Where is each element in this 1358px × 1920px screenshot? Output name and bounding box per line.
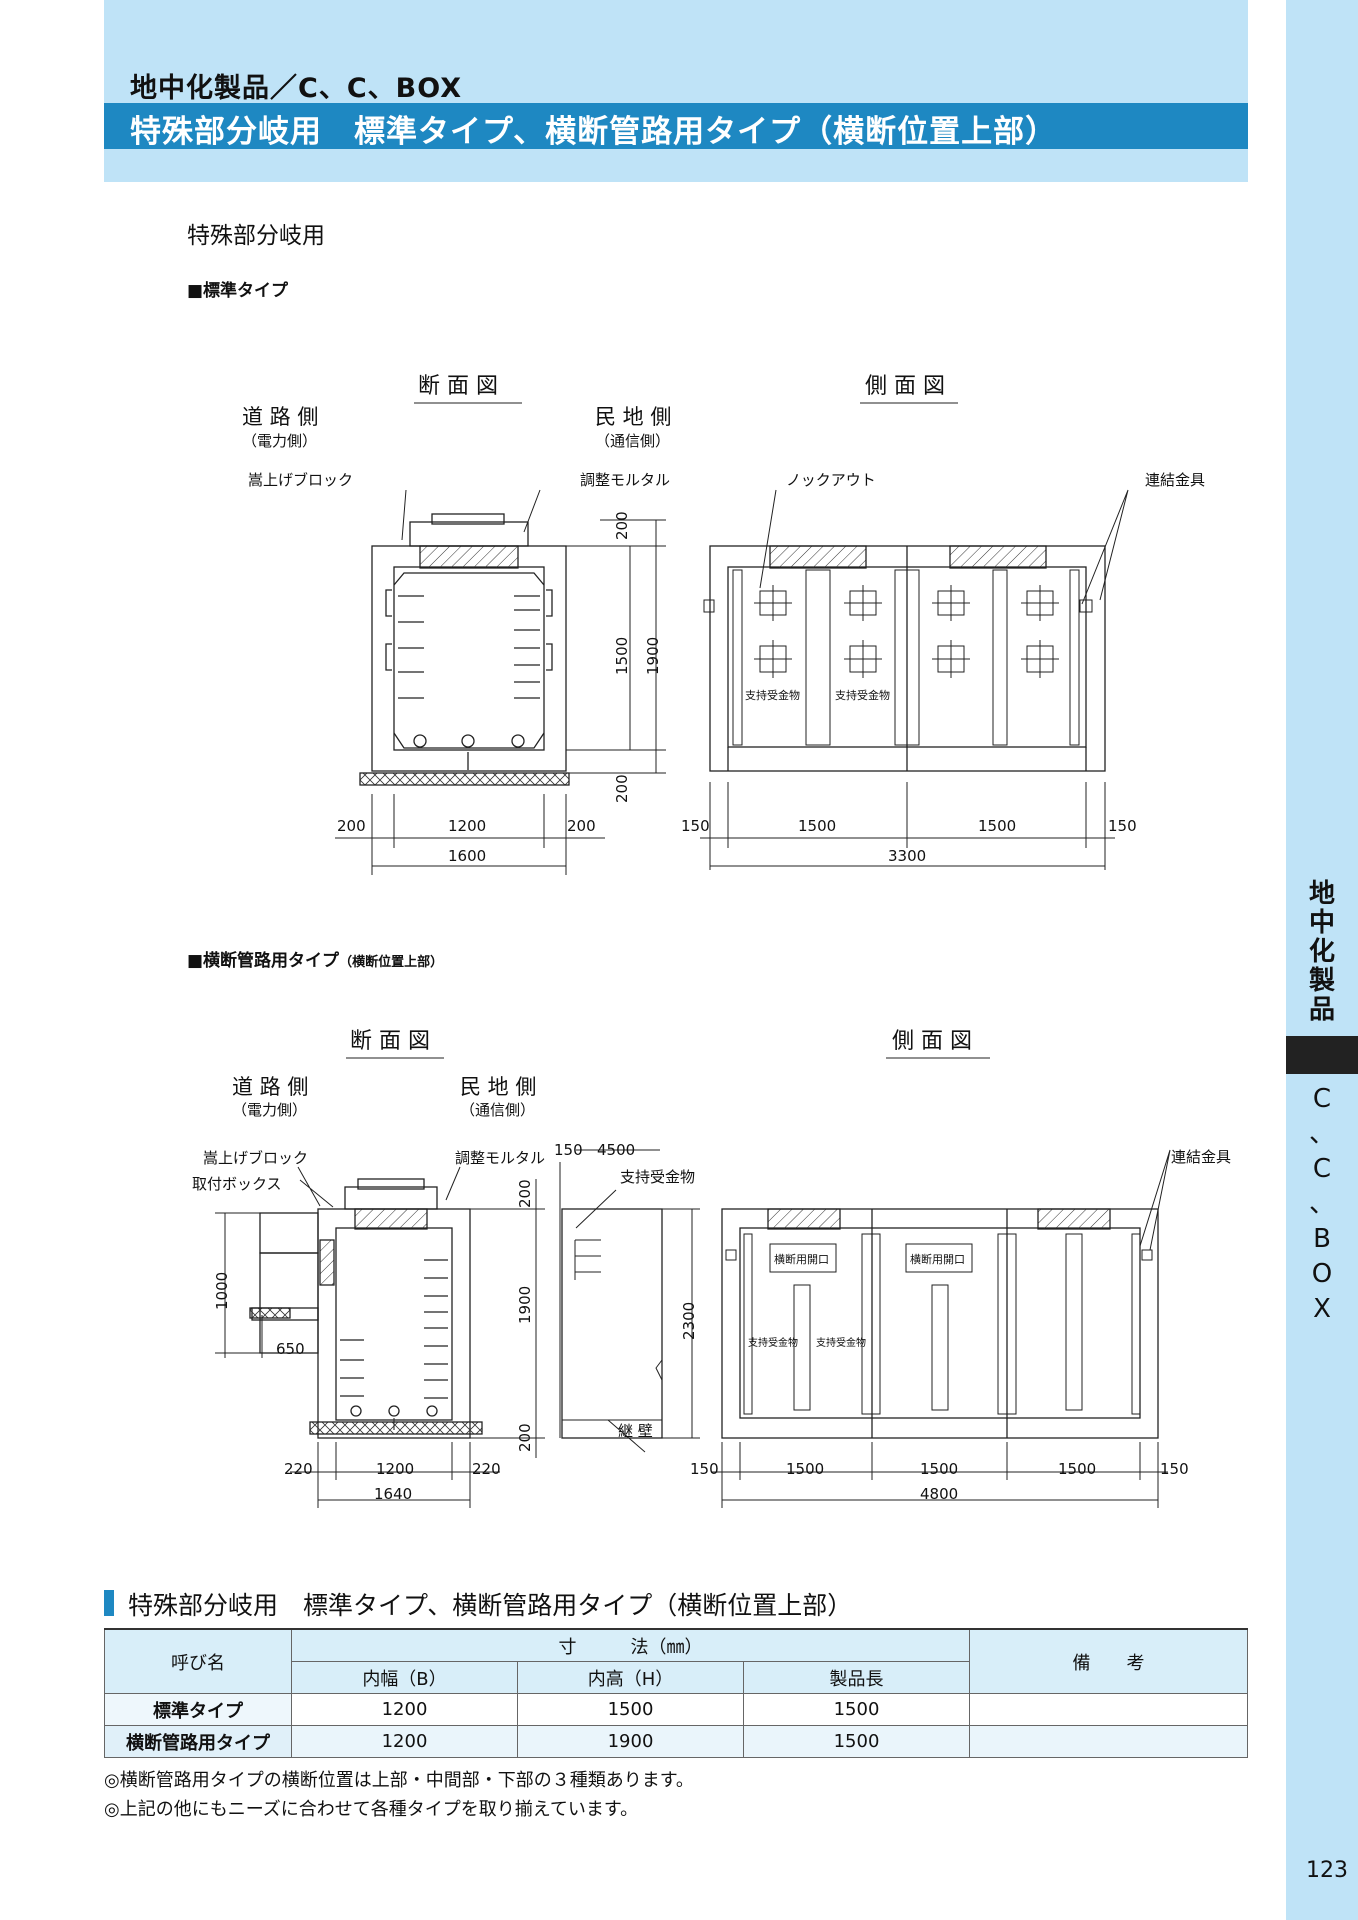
- cross-support-small-1: 支持受金物: [748, 1336, 798, 1349]
- std-knockout-label: ノックアウト: [786, 471, 876, 489]
- std-support-label-1: 支持受金物: [745, 688, 800, 702]
- cross-dim-w220r: 220: [472, 1460, 501, 1478]
- cross-road-side: 道 路 側: [232, 1075, 308, 1099]
- cell-b: 1200: [291, 1693, 518, 1726]
- table-row: 横断管路用タイプ 1200 1900 1500: [104, 1725, 1248, 1758]
- cell-remarks: [969, 1693, 1248, 1726]
- cross-dim-150-mid: 150: [554, 1141, 583, 1159]
- cross-support-label: 支持受金物: [620, 1168, 695, 1186]
- std-dim-w200r: 200: [567, 817, 596, 835]
- table-heading-marker: [104, 1590, 114, 1616]
- cross-dim-w220l: 220: [284, 1460, 313, 1478]
- cross-mount-box-label: 取付ボックス: [192, 1175, 282, 1193]
- table-row: 標準タイプ 1200 1500 1500: [104, 1693, 1248, 1726]
- col-remarks-header: 備 考: [969, 1628, 1248, 1694]
- cell-remarks: [969, 1725, 1248, 1758]
- cross-dim-w1200: 1200: [376, 1460, 414, 1478]
- cross-dim-1900: 1900: [516, 1286, 534, 1324]
- cross-dim-s150r: 150: [1160, 1460, 1189, 1478]
- cross-dim-200a: 200: [516, 1179, 534, 1208]
- note-2: ◎上記の他にもニーズに合わせて各種タイプを取り揃えています。: [104, 1799, 639, 1820]
- std-dim-w200l: 200: [337, 817, 366, 835]
- cross-dim-4500: 4500: [597, 1141, 635, 1159]
- std-dim-s1500b: 1500: [978, 817, 1016, 835]
- spec-table: 呼び名 寸 法（㎜） 備 考 内幅（B） 内高（H） 製品長 標準タイプ 120…: [104, 1628, 1248, 1758]
- cross-section-view-label: 断 面 図: [350, 1029, 430, 1054]
- category-label: 地中化製品／C、C、BOX: [130, 73, 463, 104]
- std-dim-w1600: 1600: [448, 847, 486, 865]
- standard-type-drawing: 断 面 図 側 面 図 道 路 側 （電力側） 民 地 側 （通信側） 嵩上げブ…: [242, 374, 1205, 875]
- section-title: 特殊部分岐用: [187, 223, 325, 249]
- cross-road-side-sub: （電力側）: [232, 1101, 307, 1119]
- cross-type-heading: ■横断管路用タイプ（横断位置上部）: [187, 946, 443, 971]
- cross-dim-200b: 200: [516, 1423, 534, 1452]
- std-road-side-sub: （電力側）: [242, 432, 317, 450]
- std-support-label-2: 支持受金物: [835, 688, 890, 702]
- standard-type-heading: ■標準タイプ: [187, 281, 289, 301]
- std-mortar-label: 調整モルタル: [580, 471, 670, 489]
- std-dim-s3300: 3300: [888, 847, 926, 865]
- std-private-side-sub: （通信側）: [595, 432, 670, 450]
- col-inner-width: 内幅（B）: [291, 1661, 518, 1694]
- title-bar: [104, 103, 1248, 149]
- cell-b: 1200: [291, 1725, 518, 1758]
- table-title: 特殊部分岐用 標準タイプ、横断管路用タイプ（横断位置上部）: [128, 1591, 853, 1620]
- side-tab-category: 地中化製品: [1308, 879, 1335, 1025]
- page-number: 123: [1306, 1858, 1348, 1883]
- cross-connector-label: 連結金具: [1171, 1148, 1231, 1166]
- cross-dim-1000: 1000: [213, 1272, 231, 1310]
- cross-mortar-label: 調整モルタル: [455, 1149, 545, 1167]
- col-inner-height: 内高（H）: [517, 1661, 744, 1694]
- note-1: ◎横断管路用タイプの横断位置は上部・中間部・下部の３種類あります。: [104, 1770, 694, 1791]
- std-dim-s1500a: 1500: [798, 817, 836, 835]
- cross-raise-block-label: 嵩上げブロック: [203, 1149, 308, 1167]
- cross-wall-label: 継 壁: [618, 1422, 653, 1440]
- header-band: [104, 0, 1248, 182]
- cross-side-view-label: 側 面 図: [892, 1029, 972, 1054]
- row-name: 横断管路用タイプ: [104, 1725, 292, 1758]
- cell-h: 1500: [517, 1693, 744, 1726]
- std-dim-1900: 1900: [644, 637, 662, 675]
- std-dim-w1200: 1200: [448, 817, 486, 835]
- col-name-header: 呼び名: [104, 1628, 292, 1694]
- cell-len: 1500: [743, 1693, 970, 1726]
- cell-h: 1900: [517, 1725, 744, 1758]
- cell-len: 1500: [743, 1725, 970, 1758]
- cross-type-drawing: 断 面 図 側 面 図 道 路 側 （電力側） 民 地 側 （通信側） 嵩上げブ…: [192, 1029, 1231, 1508]
- side-tab-band: [1286, 0, 1358, 1920]
- std-private-side: 民 地 側: [595, 405, 671, 429]
- cross-dim-s1500a: 1500: [786, 1460, 824, 1478]
- cross-dim-s4800: 4800: [920, 1485, 958, 1503]
- std-dim-s150l: 150: [681, 817, 710, 835]
- cross-private-side-sub: （通信側）: [460, 1101, 535, 1119]
- std-connector-label: 連結金具: [1145, 471, 1205, 489]
- page-title: 特殊部分岐用 標準タイプ、横断管路用タイプ（横断位置上部）: [130, 114, 1058, 150]
- std-dim-s150r: 150: [1108, 817, 1137, 835]
- cross-support-small-2: 支持受金物: [816, 1336, 866, 1349]
- std-section-view-label: 断 面 図: [418, 374, 498, 399]
- cross-dim-s1500c: 1500: [1058, 1460, 1096, 1478]
- std-dim-200b: 200: [613, 774, 631, 803]
- cross-dim-650: 650: [276, 1340, 305, 1358]
- std-road-side: 道 路 側: [242, 405, 318, 429]
- cross-opening-label-2: 横断用開口: [910, 1252, 965, 1266]
- cross-dim-s150l: 150: [690, 1460, 719, 1478]
- cross-dim-w1640: 1640: [374, 1485, 412, 1503]
- col-length: 製品長: [743, 1661, 970, 1694]
- col-dims-header: 寸 法（㎜）: [291, 1628, 970, 1662]
- side-tab-active-marker: [1286, 1036, 1358, 1074]
- std-raise-block-label: 嵩上げブロック: [248, 471, 353, 489]
- cross-type-heading-sub: （横断位置上部）: [339, 955, 444, 970]
- std-side-view-label: 側 面 図: [865, 374, 945, 399]
- cross-dim-2300: 2300: [680, 1302, 698, 1340]
- std-dim-1500: 1500: [613, 637, 631, 675]
- cross-type-heading-main: ■横断管路用タイプ: [187, 951, 340, 971]
- cross-dim-s1500b: 1500: [920, 1460, 958, 1478]
- cross-opening-label-1: 横断用開口: [774, 1252, 829, 1266]
- cross-private-side: 民 地 側: [460, 1075, 536, 1099]
- std-dim-200a: 200: [613, 511, 631, 540]
- row-name: 標準タイプ: [104, 1693, 292, 1726]
